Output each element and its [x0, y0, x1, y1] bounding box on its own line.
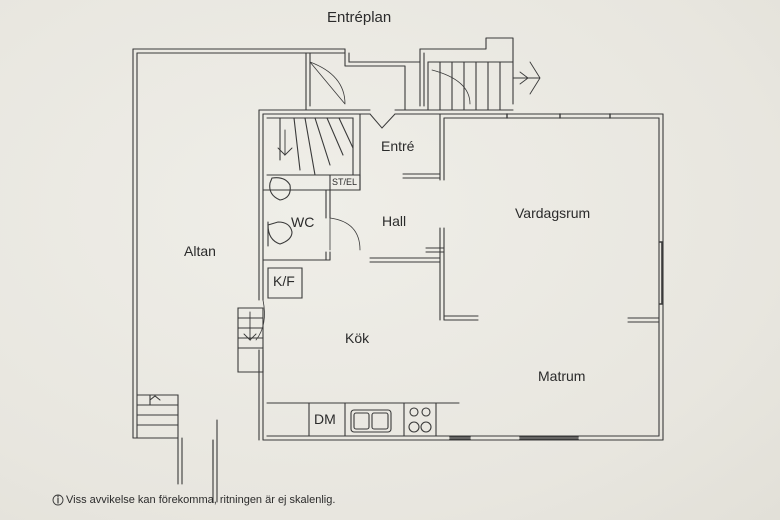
- entry-stairs: [427, 61, 541, 111]
- kf-box: [267, 267, 303, 299]
- interior-stairs: [266, 117, 354, 176]
- room-label-dm: DM: [314, 411, 336, 427]
- room-label-entre: Entré: [381, 138, 415, 154]
- wc-walls: [262, 177, 361, 261]
- room-label-altan: Altan: [184, 243, 216, 259]
- balcony-stairs: [136, 394, 179, 439]
- plan-title: Entréplan: [327, 9, 392, 26]
- room-label-hall: Hall: [382, 213, 407, 229]
- room-label-matrum: Matrum: [538, 368, 586, 384]
- room-label-kok: Kök: [345, 330, 370, 346]
- kitchen-counter: [266, 402, 460, 437]
- house-outer-walls: [258, 109, 664, 441]
- entry-walls: [305, 37, 514, 111]
- footnote-text: Viss avvikelse kan förekomma, ritningen …: [66, 494, 336, 506]
- side-stairs: [237, 299, 265, 373]
- hall-walls: [369, 113, 479, 321]
- room-label-wc: WC: [291, 214, 315, 230]
- room-label-stel: ST/EL: [332, 177, 358, 187]
- stel-box: [329, 113, 361, 191]
- living-partition: [627, 317, 660, 323]
- room-label-vardagsrum: Vardagsrum: [515, 205, 591, 221]
- room-label-kf: K/F: [273, 273, 295, 289]
- balcony-outline: [132, 48, 346, 503]
- info-icon: [52, 494, 64, 506]
